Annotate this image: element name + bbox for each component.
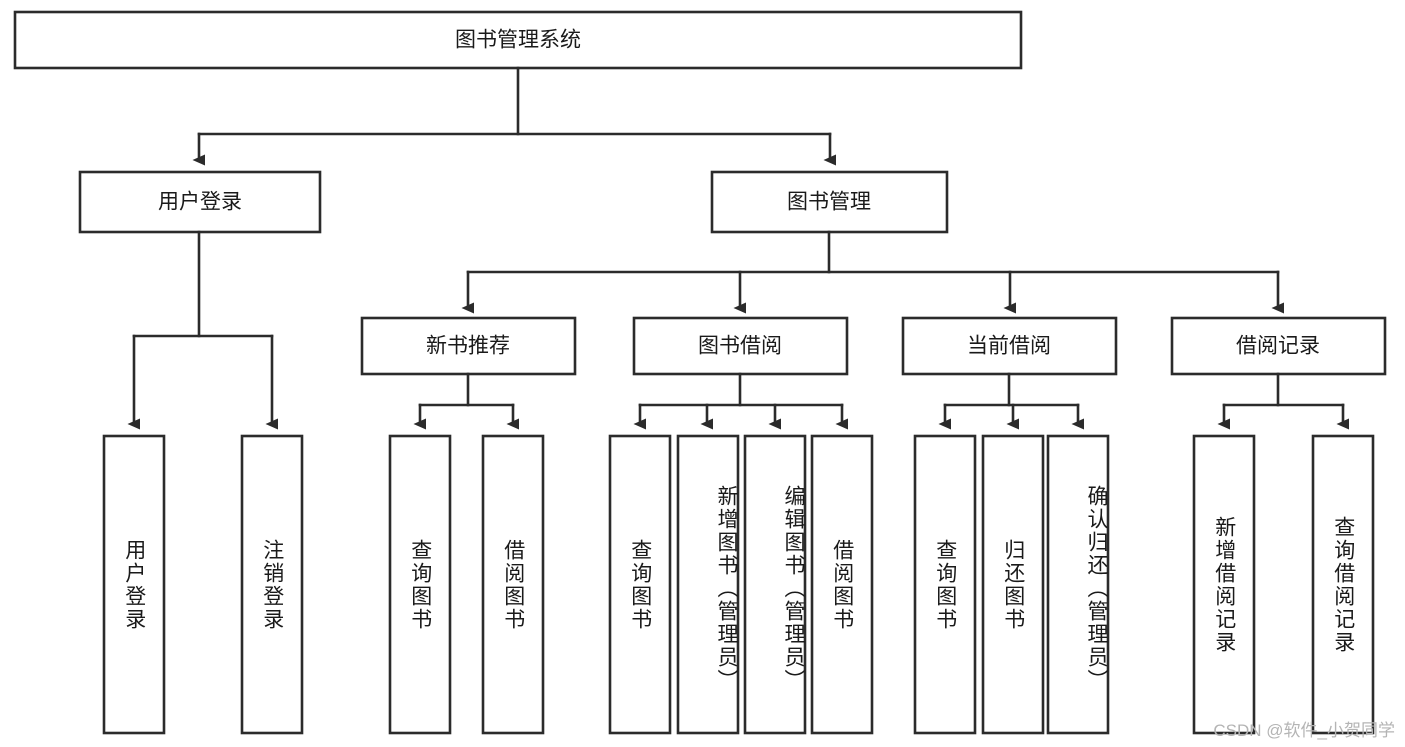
user-login-label: 用户登录 xyxy=(158,191,242,214)
leaf-box-edit-book-admin[interactable] xyxy=(743,434,807,735)
leaf-box-return-book[interactable] xyxy=(981,434,1045,735)
leaf-box-query-book-rec[interactable] xyxy=(388,434,452,735)
leaf-box-add-book-admin[interactable] xyxy=(676,434,740,735)
new-book-recommend-box[interactable] xyxy=(360,316,577,376)
node-user-login[interactable]: 用户登录 xyxy=(78,170,322,234)
node-root[interactable]: 图书管理系统 xyxy=(13,10,1023,70)
watermark-text: CSDN @软件_小贺同学 xyxy=(1213,721,1395,740)
book-manage-label: 图书管理 xyxy=(787,191,871,214)
leaf-box-borrow-book[interactable] xyxy=(810,434,874,735)
leaf-box-query-book-current[interactable] xyxy=(913,434,977,735)
book-borrow-box[interactable] xyxy=(632,316,849,376)
leaf-box-borrow-book-rec[interactable] xyxy=(481,434,545,735)
root-box[interactable] xyxy=(13,10,1023,70)
current-borrow-box[interactable] xyxy=(901,316,1118,376)
leaf-box-user-login[interactable] xyxy=(102,434,166,735)
node-book-borrow[interactable]: 图书借阅 xyxy=(632,316,849,376)
book-borrow-label: 图书借阅 xyxy=(698,335,782,358)
root-label: 图书管理系统 xyxy=(455,29,581,52)
node-book-manage[interactable]: 图书管理 xyxy=(710,170,949,234)
leaf-box-confirm-return-admin[interactable] xyxy=(1046,434,1110,735)
leaf-box-query-book-borrow[interactable] xyxy=(608,434,672,735)
node-current-borrow[interactable]: 当前借阅 xyxy=(901,316,1118,376)
leaf-box-logout[interactable] xyxy=(240,434,304,735)
leaf-box-query-borrow-record[interactable] xyxy=(1311,434,1375,735)
book-manage-box[interactable] xyxy=(710,170,949,234)
borrow-record-box[interactable] xyxy=(1170,316,1387,376)
node-new-book-recommend[interactable]: 新书推荐 xyxy=(360,316,577,376)
node-borrow-record[interactable]: 借阅记录 xyxy=(1170,316,1387,376)
current-borrow-label: 当前借阅 xyxy=(967,335,1051,358)
borrow-record-label: 借阅记录 xyxy=(1236,335,1320,358)
new-book-recommend-label: 新书推荐 xyxy=(426,335,510,358)
leaf-box-add-borrow-record[interactable] xyxy=(1192,434,1256,735)
